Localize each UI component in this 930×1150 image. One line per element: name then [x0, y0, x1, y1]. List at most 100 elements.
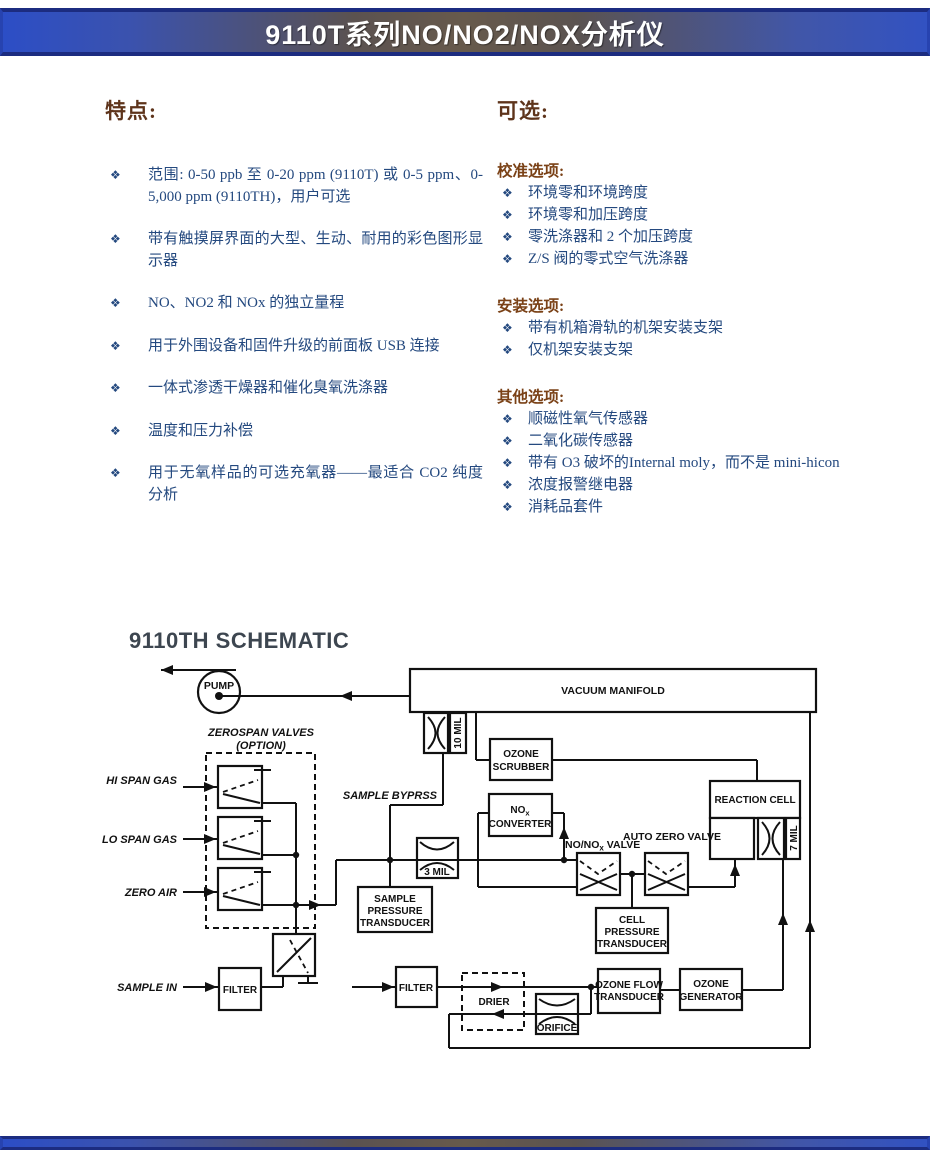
orifice-label: ORIFICE	[537, 1023, 578, 1034]
lo-span-valve-symbol	[222, 820, 271, 855]
option-item: ❖仅机架安装支架	[497, 340, 921, 361]
group-title: 校准选项:	[497, 163, 565, 180]
ozone-flow-transducer-label: TRANSDUCER	[594, 992, 665, 1003]
option-text: Z/S 阀的零式空气洗涤器	[528, 251, 689, 267]
diamond-bullet-icon: ❖	[502, 456, 513, 470]
orifice-10mil-arc	[436, 716, 446, 750]
ozone-generator-label: OZONE	[693, 979, 729, 990]
diamond-bullet-icon: ❖	[110, 423, 121, 438]
orifice-7mil-box	[756, 816, 786, 861]
feature-item: ❖ 温度和压力补偿	[105, 421, 483, 443]
sample-pressure-transducer-box	[356, 885, 434, 934]
schematic-title: 9110TH SCHEMATIC	[129, 628, 350, 653]
ozone-flow-transducer-label: OZONE FLOW	[595, 980, 663, 991]
diamond-bullet-icon: ❖	[502, 252, 513, 266]
diamond-bullet-icon: ❖	[502, 500, 513, 514]
auto-zero-valve-label: AUTO ZERO VALVE	[623, 831, 721, 843]
header-banner: 9110T系列NO/NO2/NOX分析仪	[0, 8, 930, 56]
feature-text: 一体式渗透干燥器和催化臭氧洗涤器	[148, 380, 389, 396]
vacuum-manifold-label: VACUUM MANIFOLD	[561, 685, 665, 697]
option-item: ❖ 消耗品套件	[497, 497, 921, 518]
orifice-arc	[538, 1016, 576, 1025]
orifice-7mil-label-box	[784, 816, 802, 861]
options-heading: 可选:	[497, 99, 549, 123]
sample-in-label: SAMPLE IN	[117, 982, 178, 994]
feature-text: 温度和压力补偿	[148, 422, 254, 439]
footer-banner	[0, 1136, 930, 1150]
7mil-label: 7 MIL	[789, 825, 800, 851]
sample-pt-label: PRESSURE	[367, 906, 422, 917]
option-text: 浓度报警继电器	[528, 477, 634, 493]
group-title: 安装选项:	[497, 298, 565, 315]
feature-text: 范围: 0-50 ppb 至 0-20 ppm (9110T) 或 0-5 pp…	[148, 167, 483, 205]
feature-item: ❖一体式渗透干燥器和催化臭氧洗涤器	[105, 378, 483, 400]
pump-label: PUMP	[204, 680, 234, 692]
feature-text: 用于外围设备和固件升级的前面板 USB 连接	[148, 337, 440, 354]
option-item: ❖ 二氧化碳传感器	[497, 431, 921, 452]
flow-lines	[161, 669, 811, 1049]
feature-item: ❖用于外围设备和固件升级的前面板 USB 连接	[105, 336, 483, 358]
valve-symbols	[222, 716, 781, 1025]
sample-cal-valve-symbol	[276, 937, 318, 984]
ozone-scrubber-box	[488, 737, 554, 782]
drier-box	[461, 972, 525, 1031]
page-title: 9110T系列NO/NO2/NOX分析仪	[265, 19, 665, 50]
option-text: 消耗品套件	[528, 499, 604, 515]
group-title: 其他选项:	[497, 389, 565, 406]
hi-span-valve-symbol	[222, 769, 271, 804]
option-text: 仅机架安装支架	[528, 342, 634, 358]
option-text: 二氧化碳传感器	[528, 433, 634, 449]
zerospan-valves-label: (OPTION)	[236, 740, 286, 752]
features-section: 特点: ❖ 范围: 0-50 ppb 至 0-20 ppm (9110T) 或 0…	[105, 95, 483, 527]
option-item: ❖ Z/S 阀的零式空气洗涤器	[497, 249, 921, 270]
orifice-10mil-label-box	[448, 711, 468, 755]
cell-pt-label: CELL	[619, 915, 645, 926]
10mil-label: 10 MIL	[453, 717, 464, 748]
feature-item: ❖带有触摸屏界面的大型、生动、耐用的彩色图形显示器	[105, 229, 483, 272]
filter-box-sample	[217, 966, 263, 1012]
sample-byprss-label: SAMPLE BYPRSS	[343, 790, 438, 802]
vacuum-manifold-box	[408, 667, 818, 714]
option-text: 环境零和环境跨度	[528, 185, 649, 201]
feature-item: ❖ 用于无氧样品的可选充氧器——最适合 CO2 纯度分析	[105, 463, 483, 506]
diamond-bullet-icon: ❖	[502, 478, 513, 492]
orifice-7mil-arc	[761, 821, 771, 856]
nox-converter-label: NOx	[510, 805, 530, 818]
auto-zero-valve-symbol	[647, 860, 686, 891]
orifice-3mil-arc	[419, 862, 455, 871]
diamond-bullet-icon: ❖	[502, 434, 513, 448]
options-group-other: 其他选项: ❖顺磁性氧气传感器 ❖二氧化碳传感器 ❖带有 O3 破坏的Inter…	[497, 385, 921, 518]
reaction-cell-sub-box	[708, 816, 756, 861]
orifice-7mil-arc	[771, 821, 781, 856]
reaction-cell-box	[708, 779, 802, 820]
reaction-cell-label: REACTION CELL	[714, 795, 795, 806]
hi-span-gas-label: HI SPAN GAS	[106, 775, 177, 787]
diamond-bullet-icon: ❖	[110, 168, 121, 182]
diamond-bullet-icon: ❖	[110, 466, 121, 480]
option-text: 带有机箱滑轨的机架安装支架	[528, 320, 724, 336]
feature-item: ❖ 范围: 0-50 ppb 至 0-20 ppm (9110T) 或 0-5 p…	[105, 165, 483, 208]
option-item: ❖环境零和加压跨度	[497, 205, 921, 226]
schematic-diagram: PUMP VACUUM MANIFOLD 10 MIL 7 MIL 3 MIL …	[102, 665, 818, 1049]
options-section: 可选: 校准选项: ❖环境零和环境跨度 ❖环境零和加压跨度 ❖零洗涤器和 2 个…	[497, 95, 921, 542]
option-item: ❖ 环境零和环境跨度	[497, 183, 921, 204]
diamond-bullet-icon: ❖	[502, 186, 513, 200]
zero-air-valve-symbol	[222, 871, 271, 906]
lo-span-gas-label: LO SPAN GAS	[102, 834, 178, 846]
filter-label: FILTER	[399, 983, 434, 994]
option-item: ❖带有机箱滑轨的机架安装支架	[497, 318, 921, 339]
ozone-scrubber-label: SCRUBBER	[493, 762, 550, 773]
orifice-arc	[538, 998, 576, 1007]
features-heading: 特点:	[105, 99, 157, 123]
drier-label: DRIER	[478, 997, 510, 1008]
option-text: 顺磁性氧气传感器	[528, 411, 649, 427]
zero-air-label: ZERO AIR	[124, 887, 177, 899]
option-item: ❖顺磁性氧气传感器	[497, 409, 921, 430]
options-group-mounting: 安装选项: ❖带有机箱滑轨的机架安装支架 ❖仅机架安装支架	[497, 294, 921, 361]
feature-text: NO、NO2 和 NOx 的独立量程	[148, 295, 345, 311]
feature-text: 用于无氧样品的可选充氧器——最适合 CO2 纯度分析	[148, 465, 483, 503]
options-group-calibration: 校准选项: ❖环境零和环境跨度 ❖环境零和加压跨度 ❖零洗涤器和 2 个加压跨度…	[497, 159, 921, 270]
nox-converter-label: CONVERTER	[489, 819, 553, 830]
3mil-label: 3 MIL	[424, 867, 450, 878]
